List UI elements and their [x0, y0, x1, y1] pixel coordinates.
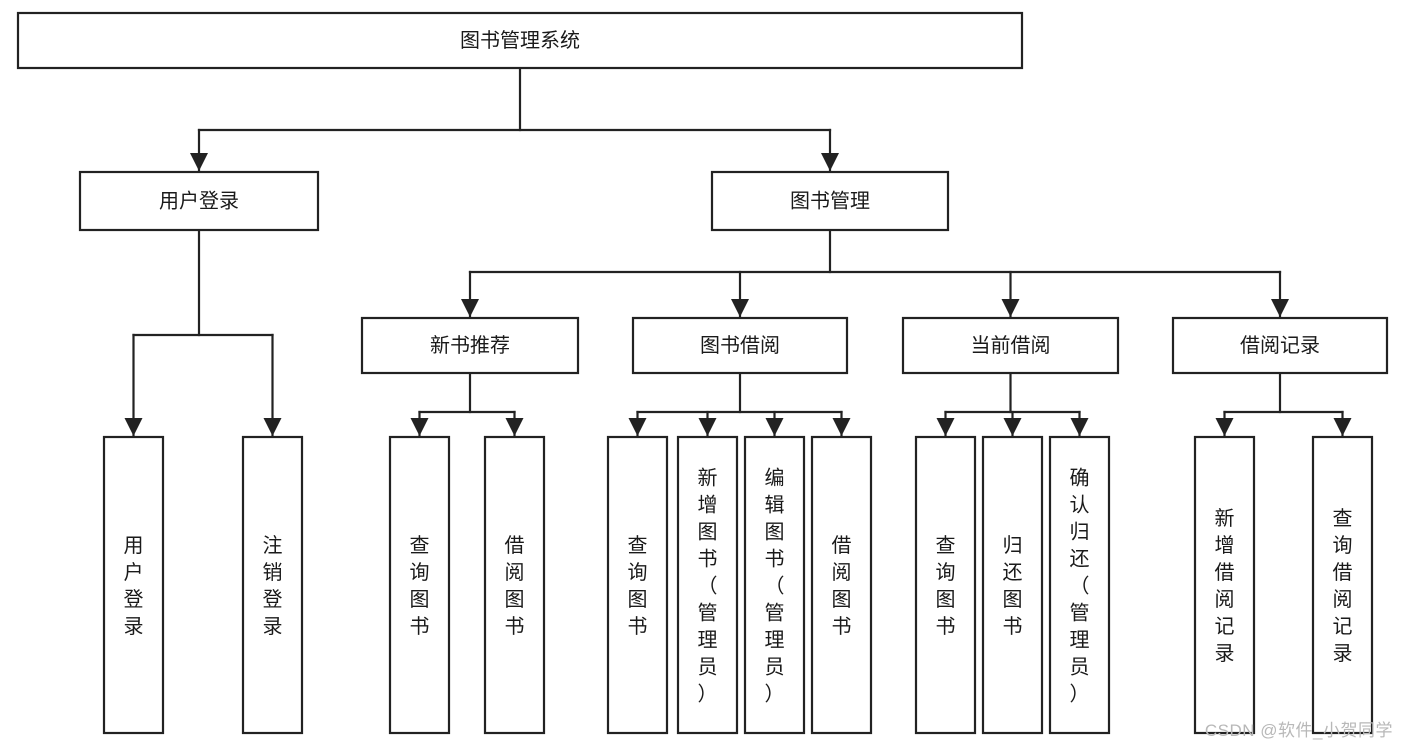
node-level3-0[interactable]: 新书推荐 — [360, 316, 580, 375]
node-box — [606, 435, 669, 735]
arrow-head-icon — [505, 418, 524, 436]
node-leaf-5[interactable]: 新增图书（管理员） — [676, 435, 739, 735]
node-leaf-11[interactable]: 新增借阅记录 — [1193, 435, 1256, 735]
node-label: 注销登录 — [263, 534, 283, 638]
node-leaf-3[interactable]: 借阅图书 — [483, 435, 546, 735]
node-label: 图书管理 — [790, 189, 870, 212]
node-label: 借阅记录 — [1240, 334, 1320, 357]
node-box — [676, 435, 739, 735]
node-level3-1[interactable]: 图书借阅 — [631, 316, 849, 375]
arrow-head-icon — [731, 299, 749, 317]
node-level3-2[interactable]: 当前借阅 — [901, 316, 1120, 375]
arrow-head-icon — [190, 153, 208, 171]
node-label: 查询借阅记录 — [1333, 507, 1353, 665]
nodes-layer: 图书管理系统用户登录图书管理新书推荐图书借阅当前借阅借阅记录用户登录注销登录查询… — [16, 11, 1389, 735]
node-box — [1048, 435, 1111, 735]
node-level2-1[interactable]: 图书管理 — [710, 170, 950, 232]
arrow-head-icon — [1333, 418, 1352, 436]
csdn-watermark: CSDN @软件_小贺同学 — [1204, 721, 1393, 740]
node-leaf-4[interactable]: 查询图书 — [606, 435, 669, 735]
node-label: 图书管理系统 — [460, 29, 580, 52]
node-box — [1193, 435, 1256, 735]
node-label: 借阅图书 — [832, 534, 852, 638]
node-label: 确认归还（管理员） — [1070, 467, 1090, 706]
node-leaf-12[interactable]: 查询借阅记录 — [1311, 435, 1374, 735]
arrow-head-icon — [1215, 418, 1234, 436]
node-box — [1311, 435, 1374, 735]
node-label: 用户登录 — [159, 189, 239, 212]
node-label: 新增图书（管理员） — [698, 467, 718, 706]
node-label: 归还图书 — [1003, 534, 1023, 638]
node-box — [981, 435, 1044, 735]
node-box — [743, 435, 806, 735]
node-leaf-6[interactable]: 编辑图书（管理员） — [743, 435, 806, 735]
arrow-head-icon — [1070, 418, 1089, 436]
arrow-head-icon — [765, 418, 784, 436]
node-box — [78, 170, 320, 232]
node-box — [710, 170, 950, 232]
arrow-head-icon — [698, 418, 717, 436]
node-label: 当前借阅 — [971, 334, 1051, 357]
node-root-图书管理系统[interactable]: 图书管理系统 — [16, 11, 1024, 70]
node-label: 查询图书 — [628, 534, 648, 638]
arrow-head-icon — [461, 299, 479, 317]
node-box — [1171, 316, 1389, 375]
node-leaf-1[interactable]: 注销登录 — [241, 435, 304, 735]
node-label: 图书借阅 — [700, 334, 780, 357]
arrow-head-icon — [263, 418, 282, 436]
arrow-head-icon — [1003, 418, 1022, 436]
node-box — [16, 11, 1024, 70]
arrow-head-icon — [1271, 299, 1289, 317]
node-box — [914, 435, 977, 735]
arrow-head-icon — [124, 418, 143, 436]
node-level2-0[interactable]: 用户登录 — [78, 170, 320, 232]
arrow-head-icon — [1001, 299, 1020, 317]
node-leaf-7[interactable]: 借阅图书 — [810, 435, 873, 735]
connectors-layer — [124, 66, 1352, 438]
node-label: 查询图书 — [936, 534, 956, 638]
node-box — [631, 316, 849, 375]
node-label: 新书推荐 — [430, 334, 510, 357]
node-label: 查询图书 — [410, 534, 430, 638]
node-box — [810, 435, 873, 735]
arrow-head-icon — [832, 418, 851, 436]
node-box — [241, 435, 304, 735]
node-label: 编辑图书（管理员） — [765, 467, 785, 706]
node-box — [102, 435, 165, 735]
node-label: 用户登录 — [124, 535, 144, 638]
node-box — [901, 316, 1120, 375]
node-label: 新增借阅记录 — [1215, 507, 1235, 665]
node-label: 借阅图书 — [505, 534, 525, 638]
node-box — [360, 316, 580, 375]
arrow-head-icon — [410, 418, 429, 436]
node-box — [483, 435, 546, 735]
node-leaf-8[interactable]: 查询图书 — [914, 435, 977, 735]
node-level3-3[interactable]: 借阅记录 — [1171, 316, 1389, 375]
node-box — [388, 435, 451, 735]
node-leaf-10[interactable]: 确认归还（管理员） — [1048, 435, 1111, 735]
arrow-head-icon — [821, 153, 839, 171]
node-leaf-2[interactable]: 查询图书 — [388, 435, 451, 735]
arrow-head-icon — [936, 418, 955, 436]
node-leaf-9[interactable]: 归还图书 — [981, 435, 1044, 735]
arrow-head-icon — [628, 418, 647, 436]
node-leaf-0[interactable]: 用户登录 — [102, 435, 165, 735]
